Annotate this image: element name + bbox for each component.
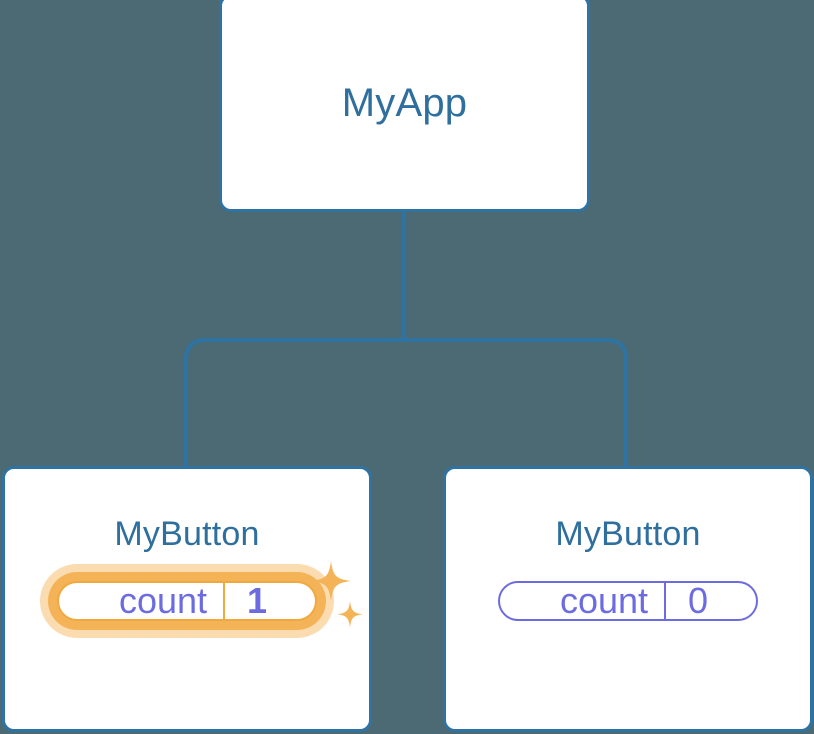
sparkle-large-icon [311, 561, 352, 601]
state-pill-area-right: count 0 [446, 581, 810, 621]
state-pill-left-body[interactable]: count 1 [56, 580, 318, 621]
node-mybutton-right[interactable]: MyButton count 0 [443, 466, 813, 732]
state-pill-left-value: 1 [223, 583, 315, 619]
state-pill-right-key: count [559, 580, 649, 621]
node-mybutton-left[interactable]: MyButton count 1 [2, 466, 372, 732]
node-mybutton-left-header: MyButton [5, 517, 369, 551]
state-pill-right-body[interactable]: count 0 [497, 580, 759, 621]
connector-branch-bar [184, 338, 628, 470]
state-pill-left-key: count [118, 580, 208, 621]
node-myapp-title: MyApp [341, 81, 468, 125]
node-mybutton-right-header: MyButton [446, 517, 810, 551]
state-pill-right-value: 0 [664, 583, 756, 619]
node-myapp[interactable]: MyApp [219, 0, 590, 212]
node-mybutton-right-title: MyButton [555, 515, 701, 553]
node-mybutton-left-title: MyButton [114, 515, 260, 553]
sparkle-small-icon [337, 601, 364, 628]
state-pill-right[interactable]: count 0 [497, 580, 759, 621]
state-pill-area-left: count 1 [5, 561, 369, 638]
state-pill-left[interactable]: count 1 [39, 561, 364, 638]
